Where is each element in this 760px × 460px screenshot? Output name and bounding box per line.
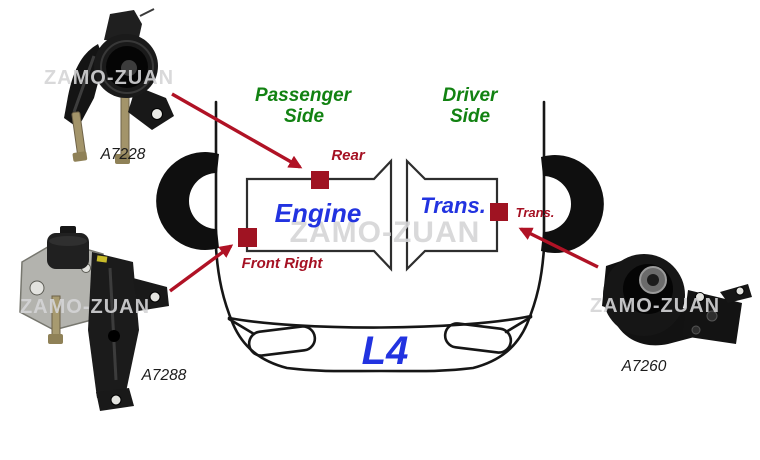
hood-line bbox=[227, 314, 533, 329]
mount-marker-front-right bbox=[238, 228, 257, 247]
mount-marker-trans bbox=[490, 203, 508, 221]
part-number-a7288: A7288 bbox=[141, 367, 187, 384]
rear-position-label: Rear bbox=[331, 147, 366, 164]
a7228-bushing-core bbox=[121, 60, 137, 76]
a7228-top-bracket bbox=[104, 10, 142, 42]
part-photo-a7228 bbox=[64, 8, 174, 164]
part-photo-a7260 bbox=[602, 254, 752, 346]
a7228-lower-bracket bbox=[128, 86, 174, 130]
passenger-side-label-line2: Side bbox=[284, 106, 325, 127]
a7228-wire bbox=[139, 8, 155, 17]
a7288-bracket-highlight bbox=[108, 267, 118, 381]
a7288-bolt-head bbox=[48, 334, 63, 344]
a7260-sleeve-hole bbox=[647, 274, 659, 286]
wheel-arch-left bbox=[156, 152, 219, 251]
part-photo-a7288 bbox=[19, 226, 169, 411]
headlight-right bbox=[443, 322, 513, 354]
engine-box bbox=[245, 158, 393, 272]
a7288-bushing-top bbox=[49, 236, 87, 246]
passenger-side-label-line1: Passenger bbox=[255, 85, 353, 106]
a7288-tab-hole bbox=[149, 291, 161, 303]
trans-position-label: Trans. bbox=[516, 205, 555, 220]
a7288-yellow-mark bbox=[96, 255, 108, 263]
arrow-a7288-to-front-right bbox=[168, 244, 234, 293]
driver-side-label-line2: Side bbox=[450, 106, 491, 127]
bumper-crease-left bbox=[227, 317, 256, 336]
trans-box bbox=[405, 158, 499, 272]
engine-box-label: Engine bbox=[275, 198, 362, 228]
car-body-path bbox=[214, 100, 546, 373]
car-body-outline bbox=[156, 100, 604, 373]
driver-side-label-line1: Driver bbox=[443, 85, 500, 106]
bumper-crease-right bbox=[504, 315, 533, 334]
a7228-arm-highlight bbox=[72, 55, 96, 113]
a7228-bolt-hole bbox=[151, 108, 163, 120]
arrow-a7260-to-trans bbox=[518, 227, 599, 269]
watermark-center: ZAMO-ZUAN bbox=[290, 216, 481, 249]
part-number-a7260: A7260 bbox=[621, 358, 667, 375]
watermark-bottom-left: ZAMO-ZUAN bbox=[20, 296, 150, 318]
watermark-top-left: ZAMO-ZUAN bbox=[44, 67, 174, 89]
part-number-a7228: A7228 bbox=[100, 146, 146, 163]
front-right-position-label: Front Right bbox=[242, 255, 324, 272]
a7228-stud-left bbox=[71, 111, 88, 162]
trans-box-label: Trans. bbox=[420, 193, 486, 218]
a7288-plate-hole1 bbox=[29, 280, 45, 296]
headlight-left bbox=[247, 325, 317, 357]
a7260-ear bbox=[720, 284, 752, 303]
engine-code-label: L4 bbox=[362, 329, 409, 373]
a7260-ear-hole bbox=[735, 286, 745, 296]
a7260-bracket-hole2 bbox=[706, 310, 718, 322]
wheel-arch-right bbox=[541, 155, 604, 253]
mount-marker-rear bbox=[311, 171, 329, 189]
arrow-a7228-to-rear bbox=[171, 92, 303, 169]
a7288-foot-hole bbox=[110, 394, 122, 406]
a7260-bracket-hole1 bbox=[695, 292, 705, 302]
a7288-bracket-hole bbox=[108, 330, 120, 342]
a7228-stud-right-head bbox=[115, 154, 130, 164]
a7228-bushing-ring bbox=[100, 40, 154, 94]
a7260-bracket-hole3 bbox=[691, 325, 701, 335]
watermark-bottom-right: ZAMO-ZUAN bbox=[590, 295, 720, 317]
